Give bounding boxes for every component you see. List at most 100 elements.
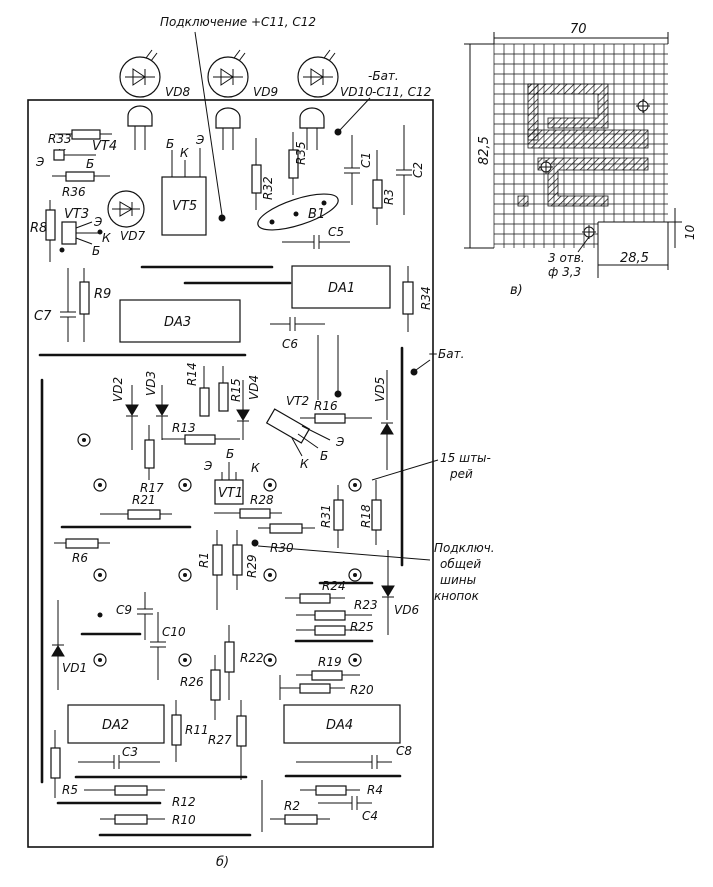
capacitor-c9: C9 bbox=[116, 592, 153, 640]
label-da3: DA3 bbox=[164, 315, 191, 330]
annotation-plus-bat: +Бат. bbox=[428, 347, 464, 361]
resistor-r26: R26 bbox=[180, 655, 221, 720]
label-r24: R24 bbox=[322, 579, 346, 593]
label-r35: R35 bbox=[294, 141, 308, 165]
label-r31: R31 bbox=[319, 504, 333, 528]
label-vd4: VD4 bbox=[247, 375, 261, 400]
ic-vt5: VT5 Б К Э bbox=[161, 133, 226, 236]
annotation-common-line4: кнопок bbox=[434, 589, 480, 603]
transistor-vt4: R33 К Э Б VT4 R36 bbox=[35, 129, 117, 199]
resistor-r17: R17 bbox=[140, 425, 164, 495]
label-r10: R10 bbox=[172, 813, 196, 827]
diode-vd2: VD2 bbox=[111, 377, 139, 450]
label-vt5-b: Б bbox=[166, 137, 174, 151]
label-vd5: VD5 bbox=[373, 377, 387, 402]
label-vd2: VD2 bbox=[111, 377, 125, 402]
resistor-r9: R9 bbox=[79, 268, 111, 342]
dim-offset: 28,5 bbox=[620, 251, 649, 266]
label-r6: R6 bbox=[72, 551, 88, 565]
figure-label-v: в) bbox=[510, 283, 523, 298]
label-r17: R17 bbox=[140, 481, 164, 495]
label-vd6: VD6 bbox=[394, 603, 419, 617]
label-r21: R21 bbox=[132, 493, 156, 507]
annotation-pins-line1: 15 шты- bbox=[440, 451, 491, 465]
label-c4: C4 bbox=[362, 809, 378, 823]
resistor-r15: R15 bbox=[218, 366, 243, 412]
label-vt2: VT2 bbox=[286, 394, 309, 408]
label-vt4-b: Б bbox=[86, 157, 94, 171]
label-c8: C8 bbox=[396, 744, 412, 758]
annotation-common-line2: общей bbox=[440, 557, 481, 571]
led-vd7: VD7 bbox=[107, 190, 145, 243]
resistor-r5: R5 bbox=[50, 730, 78, 798]
label-vt2-b: Б bbox=[320, 449, 328, 463]
label-vt3-k: К bbox=[102, 231, 111, 245]
diode-vd6: VD6 bbox=[381, 550, 419, 635]
label-vt3-e: Э bbox=[93, 215, 103, 229]
label-r25: R25 bbox=[350, 620, 374, 634]
diode-vd3: VD3 bbox=[144, 371, 169, 440]
label-r3: R3 bbox=[382, 189, 396, 205]
label-c5: C5 bbox=[328, 225, 344, 239]
resistor-r25: R25 bbox=[296, 620, 374, 636]
label-r1: R1 bbox=[197, 552, 211, 568]
resistor-r34: R34 bbox=[402, 266, 433, 332]
resistor-r22: R22 bbox=[224, 625, 264, 700]
label-da4: DA4 bbox=[326, 718, 353, 733]
label-vt5-k: К bbox=[180, 146, 189, 160]
resistor-r12: R12 bbox=[84, 785, 196, 809]
label-vt1-k: К bbox=[251, 461, 260, 475]
label-r28: R28 bbox=[250, 493, 274, 507]
label-vt2-k: К bbox=[300, 457, 309, 471]
annotation-pins-line2: рей bbox=[449, 467, 473, 481]
buzzer-b1: B1 bbox=[257, 193, 339, 231]
resistor-r11: R11 bbox=[171, 700, 209, 762]
led-vd9: VD9 bbox=[207, 49, 278, 99]
label-r29: R29 bbox=[245, 554, 259, 578]
dim-width: 70 bbox=[570, 22, 587, 37]
label-r13: R13 bbox=[172, 421, 196, 435]
top-right-components: R32 R35 C1 R3 C2 bbox=[251, 125, 425, 225]
label-c6: C6 bbox=[282, 337, 298, 351]
label-vd3: VD3 bbox=[144, 371, 158, 396]
label-r8: R8 bbox=[30, 221, 47, 236]
capacitor-c6: C6 bbox=[270, 317, 325, 351]
resistor-r20: R20 bbox=[279, 675, 374, 700]
annotation-connect-c11-c12: Подключение +С11, С12 bbox=[160, 15, 316, 29]
mounting-pins bbox=[77, 433, 362, 667]
label-r12: R12 bbox=[172, 795, 196, 809]
label-da2: DA2 bbox=[102, 718, 129, 733]
led-vd8: VD8 bbox=[119, 49, 190, 99]
ic-da3: DA3 bbox=[119, 299, 241, 343]
resistor-r6: R6 bbox=[54, 538, 110, 565]
label-r20: R20 bbox=[350, 683, 374, 697]
resistor-r4: R4 bbox=[300, 783, 383, 797]
holes-line2: ф 3,3 bbox=[548, 265, 581, 279]
capacitor-c7: C7 bbox=[34, 268, 76, 342]
label-c1: C1 bbox=[359, 152, 373, 168]
label-vd1: VD1 bbox=[62, 661, 87, 675]
label-r9: R9 bbox=[94, 287, 111, 302]
label-r2: R2 bbox=[284, 799, 300, 813]
resistor-r16: R16 bbox=[300, 399, 372, 424]
resistor-r28: R28 bbox=[214, 493, 282, 519]
resistor-r10: R10 bbox=[100, 813, 196, 827]
dim-step: 10 bbox=[683, 224, 697, 240]
label-r26: R26 bbox=[180, 675, 204, 689]
label-vt2-e: Э bbox=[335, 435, 345, 449]
diode-vd4: VD4 bbox=[236, 375, 261, 440]
annotation-common-line1: Подключ. bbox=[434, 541, 495, 555]
label-vt1-b: Б bbox=[226, 447, 234, 461]
resistor-r18: R18 bbox=[359, 480, 382, 545]
resistor-r23: R23 bbox=[296, 598, 378, 621]
label-vt3-b: Б bbox=[92, 244, 100, 258]
label-vt4: VT4 bbox=[92, 139, 117, 154]
label-r4: R4 bbox=[367, 783, 383, 797]
dim-height: 82,5 bbox=[477, 136, 492, 165]
label-vd7: VD7 bbox=[120, 229, 145, 243]
label-r36: R36 bbox=[62, 185, 86, 199]
ic-da4: DA4 bbox=[283, 704, 401, 744]
resistor-r21: R21 bbox=[100, 493, 172, 520]
label-vt5: VT5 bbox=[172, 199, 197, 214]
resistor-r29: R29 bbox=[232, 530, 259, 590]
